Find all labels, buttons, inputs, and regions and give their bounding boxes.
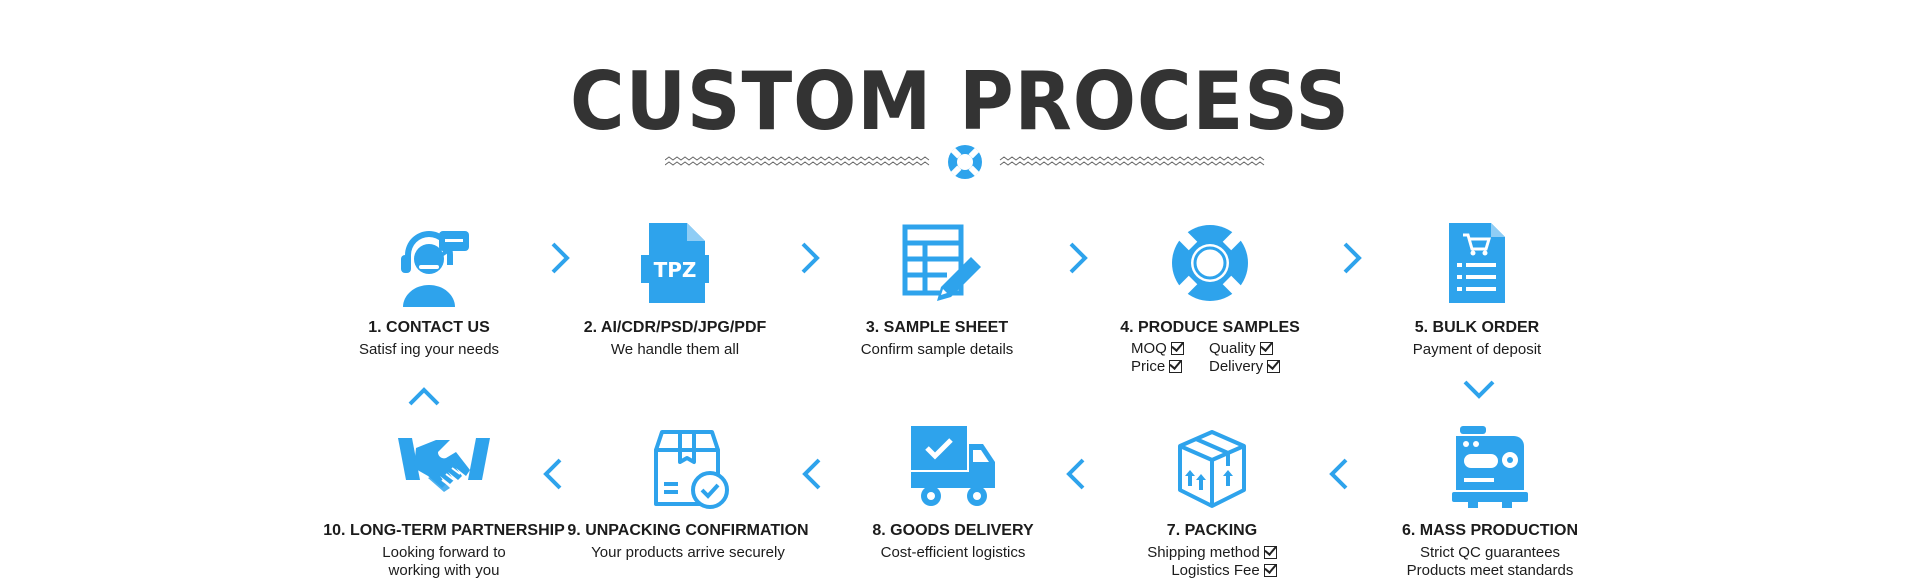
step-description: Payment of deposit	[1412, 341, 1542, 358]
arrow-left-icon	[538, 454, 568, 494]
step-title: 5. BULK ORDER	[1414, 319, 1540, 336]
step-unpacking-confirmation: 9. UNPACKING CONFIRMATION Your products …	[538, 420, 838, 562]
step-description: Strict QC guarantees Products meet stand…	[1406, 544, 1574, 579]
check-item: Price	[1131, 358, 1203, 376]
lifebuoy-icon	[948, 145, 982, 179]
step-title: 3. SAMPLE SHEET	[865, 319, 1009, 336]
package-box-icon	[1178, 430, 1246, 508]
step-long-term-partnership: 10. LONG-TERM PARTNERSHIP Looking forwar…	[294, 420, 594, 580]
checkbox-checked-icon	[1169, 360, 1183, 373]
step-packing: 7. PACKING Shipping method Logistics Fee	[1062, 420, 1362, 580]
arrow-right-icon	[795, 238, 825, 278]
step-title: 9. UNPACKING CONFIRMATION	[567, 522, 809, 539]
step-goods-delivery: 8. GOODS DELIVERY Cost-efficient logisti…	[803, 420, 1103, 562]
step-bulk-order: 5. BULK ORDER Payment of deposit	[1327, 217, 1627, 359]
step-title: 10. LONG-TERM PARTNERSHIP	[323, 522, 565, 539]
step-description: Your products arrive securely	[591, 544, 785, 561]
arrow-right-icon	[545, 238, 575, 278]
arrow-right-icon	[1337, 238, 1367, 278]
step-description: Confirm sample details	[860, 341, 1014, 358]
checkbox-checked-icon	[1263, 564, 1277, 577]
order-cart-icon	[1449, 223, 1505, 303]
customer-service-icon	[401, 231, 469, 307]
file-tpz-icon: TPZ	[641, 223, 709, 303]
step-produce-samples: 4. PRODUCE SAMPLES MOQ Quality Price Del…	[1060, 217, 1360, 376]
arrow-down-icon	[1459, 374, 1499, 404]
step-title: 2. AI/CDR/PSD/JPG/PDF	[583, 319, 767, 336]
step-description: We handle them all	[610, 341, 740, 358]
sewing-machine-icon	[1452, 426, 1528, 508]
box-check-icon	[654, 430, 729, 509]
check-item: Quality	[1209, 340, 1289, 358]
arrow-left-icon	[1061, 454, 1091, 494]
step-title: 8. GOODS DELIVERY	[872, 522, 1034, 539]
check-list: MOQ Quality Price Delivery	[1060, 340, 1360, 376]
check-item: Delivery	[1209, 358, 1289, 376]
step-mass-production: 6. MASS PRODUCTION Strict QC guarantees …	[1340, 420, 1640, 580]
handshake-icon	[398, 438, 490, 492]
check-item: Shipping method	[1062, 544, 1362, 562]
lifebuoy-icon	[1172, 225, 1248, 301]
delivery-truck-icon	[911, 426, 995, 506]
checkbox-checked-icon	[1259, 342, 1273, 355]
arrow-right-icon	[1063, 238, 1093, 278]
checkbox-checked-icon	[1263, 546, 1277, 559]
checkbox-checked-icon	[1170, 342, 1184, 355]
checkbox-checked-icon	[1267, 360, 1281, 373]
spreadsheet-pencil-icon	[902, 224, 981, 301]
arrow-left-icon	[797, 454, 827, 494]
step-sample-sheet: 3. SAMPLE SHEET Confirm sample details	[787, 217, 1087, 359]
step-description: Cost-efficient logistics	[880, 544, 1026, 561]
step-description: Looking forward to working with you	[382, 544, 506, 579]
step-title: 7. PACKING	[1166, 522, 1258, 539]
arrow-up-icon	[404, 382, 444, 412]
wave-divider	[665, 145, 1265, 179]
step-title: 4. PRODUCE SAMPLES	[1120, 319, 1300, 336]
step-contact-us: 1. CONTACT US Satisf ing your needs	[279, 217, 579, 359]
arrow-left-icon	[1324, 454, 1354, 494]
step-description: Satisf ing your needs	[358, 341, 500, 358]
svg-text:TPZ: TPZ	[654, 258, 697, 282]
page-title: CUSTOM PROCESS	[570, 55, 1350, 148]
step-file-formats: TPZ 2. AI/CDR/PSD/JPG/PDF We handle them…	[525, 217, 825, 359]
check-item: Logistics Fee	[1062, 562, 1362, 580]
check-list: Shipping method Logistics Fee	[1062, 544, 1362, 580]
step-title: 1. CONTACT US	[368, 319, 490, 336]
check-item: MOQ	[1131, 340, 1203, 358]
step-title: 6. MASS PRODUCTION	[1401, 522, 1578, 539]
